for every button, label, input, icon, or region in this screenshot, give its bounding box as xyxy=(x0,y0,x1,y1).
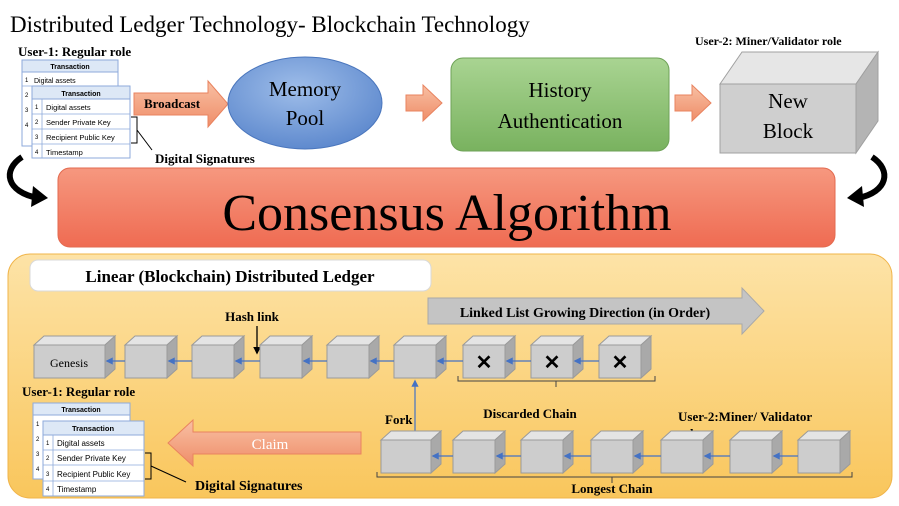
card-row-num: 4 xyxy=(46,487,50,493)
card-row-num: 1 xyxy=(35,105,39,111)
card-row-num: 1 xyxy=(46,441,50,447)
memory-pool-line2: Pool xyxy=(286,106,325,130)
longest-chain-block xyxy=(796,429,852,475)
hash-link-label: Hash link xyxy=(225,309,280,324)
longest-chain-block xyxy=(589,429,645,475)
card-back-num: 3 xyxy=(25,108,29,114)
history-auth-line2: Authentication xyxy=(498,109,623,133)
card-row-text: Timestamp xyxy=(57,485,97,494)
card-row-text: Sender Private Key xyxy=(46,118,111,127)
card-header: Transaction xyxy=(61,91,100,98)
ledger-title-box xyxy=(29,259,432,292)
chain-block xyxy=(123,334,179,380)
card-row-text: Recipient Public Key xyxy=(57,470,130,479)
consensus-banner xyxy=(57,167,836,248)
fork-point-block xyxy=(392,334,448,380)
card-row-text: Sender Private Key xyxy=(57,454,126,463)
longest-chain-block xyxy=(379,429,443,475)
user1-label-top: User-1: Regular role xyxy=(18,44,131,59)
card-back-num: 2 xyxy=(25,93,29,99)
history-auth-node xyxy=(450,57,670,152)
cross-icon: ✕ xyxy=(476,352,493,374)
direction-arrow xyxy=(427,286,765,336)
card-header: Transaction xyxy=(72,424,115,433)
card-row-num: 3 xyxy=(46,472,50,478)
genesis-label: Genesis xyxy=(50,356,88,370)
card-row-num: 2 xyxy=(35,120,39,126)
genesis-block xyxy=(32,334,117,380)
cross-icon: ✕ xyxy=(544,352,561,374)
longest-chain-bracket xyxy=(376,472,853,478)
card-header-back: Transaction xyxy=(61,407,100,414)
longest-chain-block xyxy=(451,429,507,475)
user2-label-ledger: User-2:Miner/ Validator xyxy=(678,409,812,424)
main-chain xyxy=(32,334,448,380)
digital-signatures-bottom: Digital Signatures xyxy=(195,479,303,494)
discarded-chain-label: Discarded Chain xyxy=(483,406,577,421)
transaction-stack-top: Transaction 1 Digital assets 2 3 4 Trans… xyxy=(21,59,153,159)
curved-arrow-right xyxy=(857,154,888,201)
longest-chain xyxy=(379,429,852,475)
curved-arrow-left-head xyxy=(31,186,48,207)
card-row-num: 3 xyxy=(35,135,39,141)
card-row-num: 2 xyxy=(46,456,50,462)
card-row-text: Recipient Public Key xyxy=(46,133,115,142)
card-back-num: 2 xyxy=(36,437,40,443)
history-auth-line1: History xyxy=(529,78,593,102)
user2-label-top: User-2: Miner/Validator role xyxy=(695,34,842,48)
chain-block xyxy=(190,334,246,380)
card-back-num: 4 xyxy=(36,467,40,473)
memory-pool-line1: Memory xyxy=(269,77,342,101)
digital-signatures-top: Digital Signatures xyxy=(155,151,255,166)
longest-chain-block xyxy=(659,429,715,475)
consensus-label: Consensus Algorithm xyxy=(222,185,671,242)
curved-arrow-right-head xyxy=(847,186,864,207)
arrow-to-new-block xyxy=(674,83,712,123)
user1-label-ledger: User-1: Regular role xyxy=(22,384,135,399)
curved-arrow-left xyxy=(6,154,39,201)
new-block-line2: Block xyxy=(763,119,814,143)
cross-icon: ✕ xyxy=(612,352,629,374)
diagram-title: Distributed Ledger Technology- Blockchai… xyxy=(10,12,530,37)
ledger-title: Linear (Blockchain) Distributed Ledger xyxy=(85,267,375,286)
chain-block xyxy=(325,334,381,380)
longest-chain-block xyxy=(519,429,575,475)
card-back-num: 4 xyxy=(25,123,29,129)
card-row-text: Digital assets xyxy=(57,439,105,448)
discarded-block xyxy=(597,334,653,380)
longest-chain-block xyxy=(728,429,784,475)
transaction-stack-bottom: Transaction 1 2 3 4 Transaction 1 Digita… xyxy=(32,402,187,497)
card-back-first: Digital assets xyxy=(34,78,76,85)
card-header-back: Transaction xyxy=(50,64,89,71)
card-back-num: 3 xyxy=(36,452,40,458)
longest-chain-label: Longest Chain xyxy=(571,481,653,496)
arrow-to-history xyxy=(405,83,443,123)
chain-block xyxy=(258,334,314,380)
memory-pool-node xyxy=(227,56,383,150)
direction-label: Linked List Growing Direction (in Order) xyxy=(460,306,711,321)
card-row-num: 4 xyxy=(35,150,39,156)
claim-label: Claim xyxy=(252,437,289,453)
claim-arrow xyxy=(167,418,362,468)
broadcast-label: Broadcast xyxy=(144,96,201,111)
signature-pointer-top xyxy=(136,129,153,151)
card-row-text: Timestamp xyxy=(46,148,83,157)
broadcast-arrow xyxy=(133,79,229,129)
fork-label: Fork xyxy=(385,412,413,427)
new-block-line1: New xyxy=(768,89,808,113)
card-back-num: 1 xyxy=(36,422,40,428)
signature-pointer-bottom xyxy=(150,465,187,483)
card-back-num: 1 xyxy=(25,78,29,84)
new-block-node xyxy=(719,50,879,155)
card-row-text: Digital assets xyxy=(46,103,91,112)
